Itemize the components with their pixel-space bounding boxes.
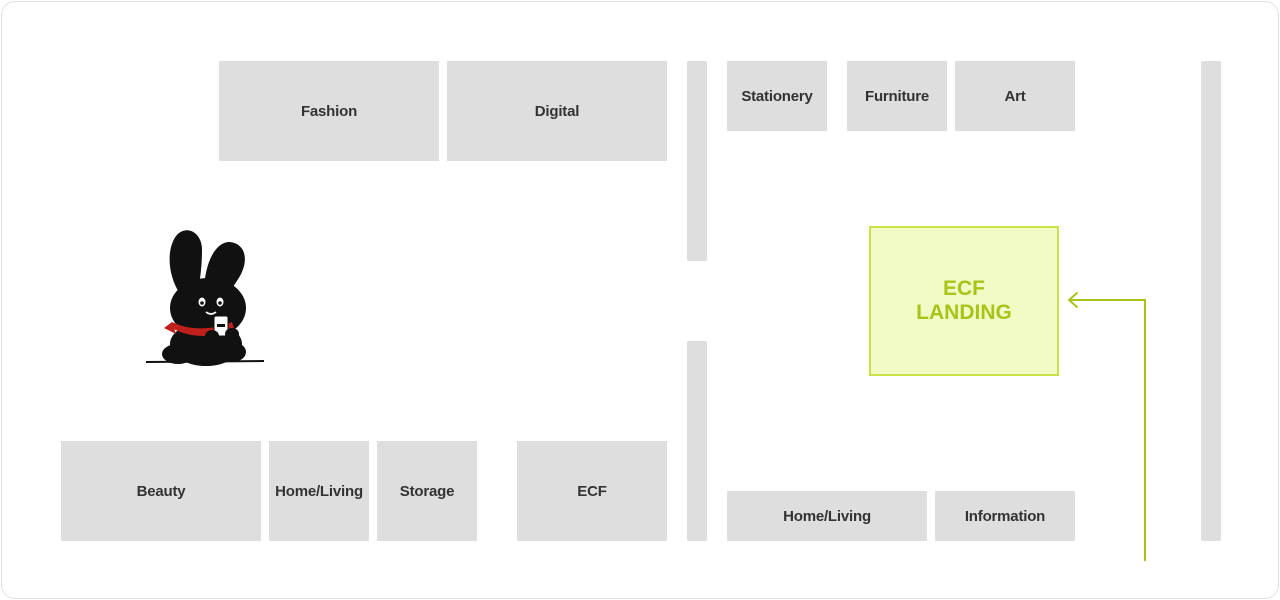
wall-right	[1201, 61, 1221, 541]
ecf-landing-zone[interactable]: ECF LANDING	[869, 226, 1059, 376]
booth-fashion[interactable]: Fashion	[219, 61, 439, 161]
wall-center-top	[687, 61, 707, 261]
booth-beauty[interactable]: Beauty	[61, 441, 261, 541]
wall-center-bottom	[687, 341, 707, 541]
booth-ecf[interactable]: ECF	[517, 441, 667, 541]
booth-furniture[interactable]: Furniture	[847, 61, 947, 131]
booth-information[interactable]: Information	[935, 491, 1075, 541]
booth-art[interactable]: Art	[955, 61, 1075, 131]
booth-stationery[interactable]: Stationery	[727, 61, 827, 131]
landing-label-line1: ECF	[943, 277, 985, 300]
landing-label-line2: LANDING	[916, 301, 1012, 324]
black-rabbit-mascot-icon	[145, 230, 265, 366]
booth-home-living-left[interactable]: Home/Living	[269, 441, 369, 541]
booth-digital[interactable]: Digital	[447, 61, 667, 161]
booth-storage[interactable]: Storage	[377, 441, 477, 541]
booth-home-living-right[interactable]: Home/Living	[727, 491, 927, 541]
